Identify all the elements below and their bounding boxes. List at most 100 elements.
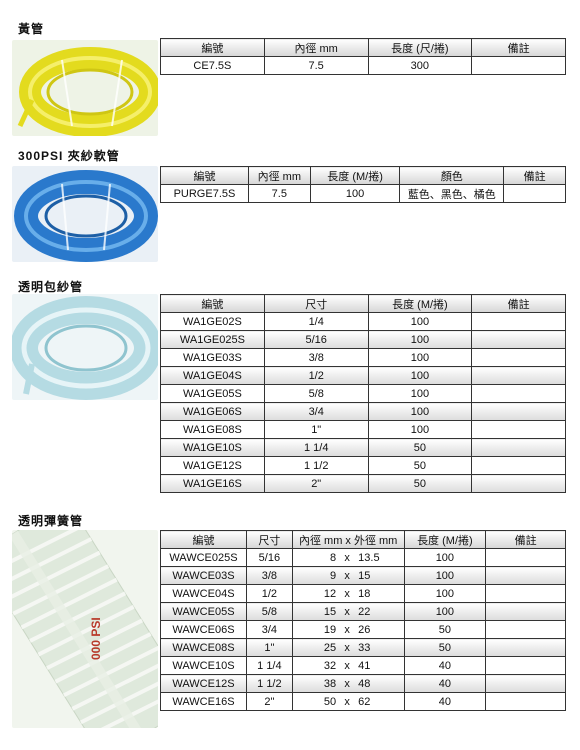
col-header-length: 長度 (M/捲) bbox=[403, 530, 487, 549]
cell-size: 1 1/4 bbox=[245, 656, 293, 675]
outer-diameter-value: 18 bbox=[358, 587, 371, 600]
cell-remarks bbox=[485, 638, 566, 657]
cell-length: 50 bbox=[367, 474, 473, 493]
inner-diameter-value: 8 bbox=[330, 551, 337, 564]
col-header-length: 長度 (尺/捲) bbox=[367, 38, 473, 57]
cell-code: WA1GE025S bbox=[160, 330, 265, 349]
cell-remarks bbox=[485, 602, 566, 621]
yellow-hose-photo bbox=[12, 40, 158, 136]
cell-remarks bbox=[485, 656, 566, 675]
section-title-clear-braided-hose: 透明包紗管 bbox=[18, 280, 84, 294]
clear-hose-image bbox=[12, 294, 158, 400]
cell-size: 5/8 bbox=[245, 602, 293, 621]
cell-length: 40 bbox=[403, 674, 487, 693]
spring-hose-image: 000 PSI bbox=[12, 530, 158, 728]
cell-remarks bbox=[471, 56, 566, 75]
cell-remarks bbox=[485, 674, 566, 693]
col-header-length: 長度 (M/捲) bbox=[309, 166, 401, 185]
cell-code: WAWCE06S bbox=[160, 620, 247, 639]
col-header-inner-diameter: 內徑 mm bbox=[247, 166, 311, 185]
col-header-remarks: 備註 bbox=[471, 38, 566, 57]
cell-size: 5/8 bbox=[263, 384, 369, 403]
cell-code: WAWCE025S bbox=[160, 548, 247, 567]
cell-code: WA1GE10S bbox=[160, 438, 265, 457]
cell-size: 5/16 bbox=[263, 330, 369, 349]
cell-size: 1 1/2 bbox=[263, 456, 369, 475]
braided-hose-table: 編號 內徑 mm 長度 (M/捲) 顏色 備註 PURGE7.5S 7.5 10… bbox=[160, 166, 566, 203]
col-header-length: 長度 (M/捲) bbox=[367, 294, 473, 313]
outer-diameter-value: 41 bbox=[358, 659, 371, 672]
outer-diameter-value: 15 bbox=[358, 569, 371, 582]
cell-length: 100 bbox=[403, 548, 487, 567]
cell-length: 50 bbox=[403, 638, 487, 657]
blue-hose-photo bbox=[12, 166, 158, 262]
cell-size: 2" bbox=[245, 692, 293, 711]
cell-color: 藍色、黑色、橘色 bbox=[399, 184, 505, 203]
cell-code: WA1GE16S bbox=[160, 474, 265, 493]
cell-remarks bbox=[471, 330, 566, 349]
outer-diameter-value: 48 bbox=[358, 677, 371, 690]
outer-diameter-value: 33 bbox=[358, 641, 371, 654]
outer-diameter-value: 26 bbox=[358, 623, 371, 636]
cell-remarks bbox=[471, 420, 566, 439]
table-row: PURGE7.5S 7.5 100 藍色、黑色、橘色 bbox=[160, 184, 566, 203]
cell-code: WA1GE03S bbox=[160, 348, 265, 367]
yellow-hose-image bbox=[12, 40, 158, 136]
cell-remarks bbox=[485, 692, 566, 711]
cell-length: 100 bbox=[367, 366, 473, 385]
cell-size: 1 1/4 bbox=[263, 438, 369, 457]
spring-hose-photo: 000 PSI bbox=[12, 530, 158, 728]
cell-code: WA1GE06S bbox=[160, 402, 265, 421]
cell-remarks bbox=[503, 184, 566, 203]
col-header-code: 編號 bbox=[160, 294, 265, 313]
spring-hose-print-text: 000 PSI bbox=[89, 617, 103, 660]
cell-size: 3/8 bbox=[263, 348, 369, 367]
cell-size: 3/4 bbox=[263, 402, 369, 421]
cell-remarks bbox=[471, 384, 566, 403]
cell-code: WAWCE04S bbox=[160, 584, 247, 603]
cell-size: 5/16 bbox=[245, 548, 293, 567]
outer-diameter-value: 13.5 bbox=[358, 551, 380, 564]
cell-code: WAWCE03S bbox=[160, 566, 247, 585]
cell-length: 100 bbox=[403, 566, 487, 585]
table-row: CE7.5S 7.5 300 bbox=[160, 56, 566, 75]
cell-length: 300 bbox=[367, 56, 473, 75]
cell-remarks bbox=[471, 456, 566, 475]
spring-hose-table: 編號 尺寸 內徑 mm x 外徑 mm 長度 (M/捲) 備註 WAWCE025… bbox=[160, 530, 566, 711]
col-header-remarks: 備註 bbox=[471, 294, 566, 313]
cell-length: 50 bbox=[367, 438, 473, 457]
cell-remarks bbox=[471, 438, 566, 457]
diameter-separator: x bbox=[344, 677, 350, 690]
cell-length: 40 bbox=[403, 692, 487, 711]
inner-diameter-value: 50 bbox=[323, 695, 337, 708]
cell-remarks bbox=[471, 366, 566, 385]
section-title-yellow-hose: 黃管 bbox=[18, 22, 45, 36]
cell-code: WAWCE10S bbox=[160, 656, 247, 675]
cell-remarks bbox=[485, 584, 566, 603]
cell-length: 50 bbox=[367, 456, 473, 475]
cell-length: 40 bbox=[403, 656, 487, 675]
cell-length: 100 bbox=[367, 348, 473, 367]
cell-remarks bbox=[471, 474, 566, 493]
col-header-size: 尺寸 bbox=[245, 530, 293, 549]
col-header-code: 編號 bbox=[160, 166, 249, 185]
cell-size: 1 1/2 bbox=[245, 674, 293, 693]
cell-length: 100 bbox=[367, 420, 473, 439]
cell-size: 1" bbox=[263, 420, 369, 439]
cell-code: WAWCE08S bbox=[160, 638, 247, 657]
cell-remarks bbox=[471, 348, 566, 367]
inner-diameter-value: 32 bbox=[323, 659, 337, 672]
cell-length: 100 bbox=[367, 312, 473, 331]
